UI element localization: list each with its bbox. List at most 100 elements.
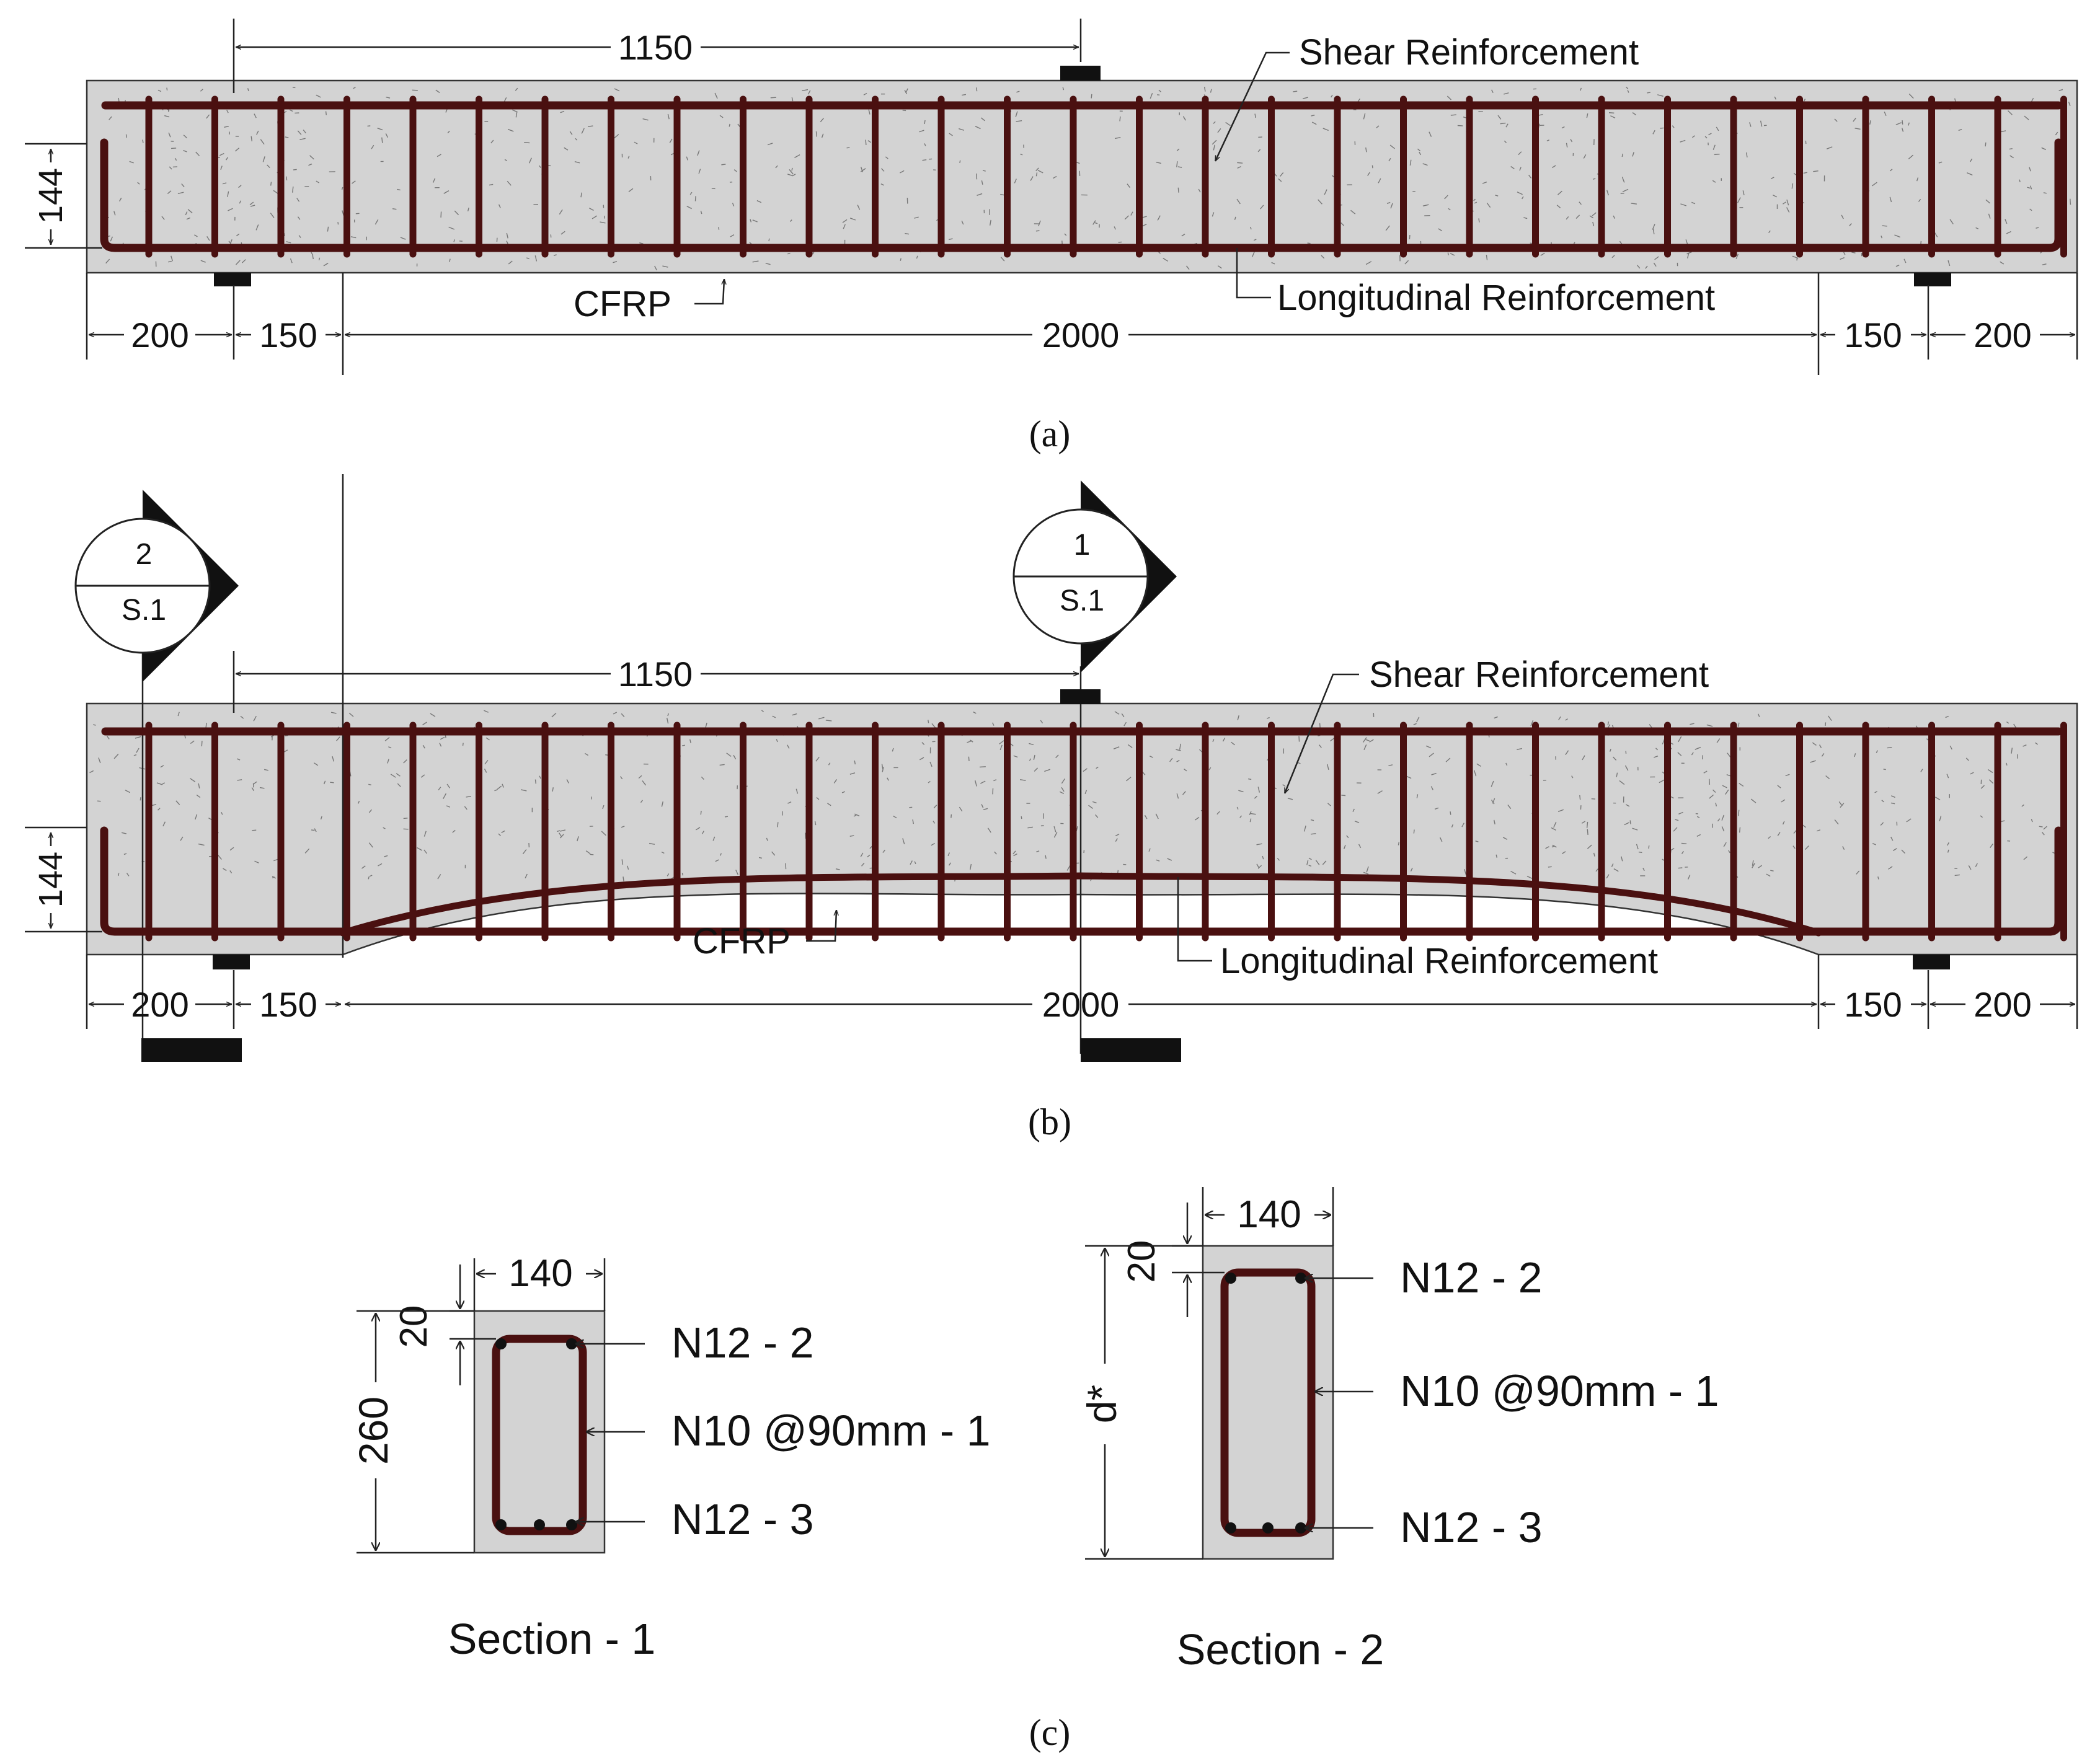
concrete-speckle <box>921 742 925 745</box>
concrete-speckle <box>1308 857 1312 860</box>
concrete-speckle <box>559 834 564 839</box>
concrete-speckle <box>591 215 598 219</box>
concrete-speckle <box>1474 201 1478 204</box>
concrete-speckle <box>1826 146 1833 149</box>
concrete-speckle <box>1903 258 1907 263</box>
concrete-speckle <box>1318 199 1322 205</box>
concrete-speckle <box>225 157 229 161</box>
concrete-speckle <box>464 806 467 810</box>
concrete-speckle <box>1621 153 1624 157</box>
concrete-speckle <box>1842 846 1845 850</box>
concrete-speckle <box>1587 844 1592 849</box>
concrete-speckle <box>229 847 234 851</box>
concrete-speckle <box>1225 121 1231 126</box>
concrete-speckle <box>1519 167 1522 171</box>
concrete-speckle <box>1965 757 1969 761</box>
concrete-speckle <box>1895 122 1902 126</box>
concrete-speckle <box>285 136 289 138</box>
concrete-speckle <box>649 842 655 845</box>
concrete-speckle <box>1257 787 1260 793</box>
concrete-speckle <box>1422 204 1429 206</box>
concrete-speckle <box>1821 753 1825 757</box>
concrete-speckle <box>1144 814 1148 819</box>
concrete-speckle <box>1703 770 1708 774</box>
concrete-speckle <box>1430 786 1433 790</box>
label-shear-a: Shear Reinforcement <box>1299 32 1639 73</box>
concrete-speckle <box>534 779 537 784</box>
concrete-speckle <box>219 152 224 156</box>
concrete-speckle <box>1610 115 1616 119</box>
concrete-speckle <box>973 711 977 714</box>
concrete-speckle <box>711 188 716 190</box>
concrete-speckle <box>1377 790 1383 794</box>
concrete-speckle <box>239 200 242 204</box>
concrete-speckle <box>1184 769 1187 772</box>
concrete-speckle <box>622 876 624 881</box>
concrete-speckle <box>701 776 704 780</box>
concrete-speckle <box>719 764 725 766</box>
concrete-speckle <box>1716 126 1719 131</box>
concrete-speckle <box>1786 199 1789 206</box>
concrete-speckle <box>1727 753 1731 757</box>
concrete-speckle <box>1810 760 1817 763</box>
concrete-speckle <box>1495 854 1498 858</box>
concrete-speckle <box>634 141 638 144</box>
concrete-speckle <box>1015 111 1018 117</box>
concrete-speckle <box>1059 791 1065 794</box>
concrete-speckle <box>1691 135 1696 138</box>
concrete-speckle <box>1217 128 1221 133</box>
concrete-speckle <box>164 115 170 118</box>
concrete-speckle <box>251 787 255 792</box>
concrete-speckle <box>1988 213 1991 219</box>
concrete-speckle <box>160 765 164 768</box>
concrete-speckle <box>1216 811 1220 815</box>
concrete-speckle <box>1582 755 1585 761</box>
concrete-speckle <box>980 780 986 784</box>
concrete-speckle <box>1130 211 1133 216</box>
concrete-speckle <box>661 851 665 854</box>
concrete-speckle <box>929 761 933 767</box>
concrete-speckle <box>1247 778 1252 780</box>
concrete-speckle <box>914 216 919 219</box>
concrete-speckle <box>950 814 952 818</box>
concrete-speckle <box>1425 745 1432 749</box>
concrete-speckle <box>177 712 180 717</box>
concrete-speckle <box>1606 190 1609 196</box>
concrete-speckle <box>1014 179 1017 183</box>
label-longitudinal-a: Longitudinal Reinforcement <box>1277 278 1715 318</box>
concrete-speckle <box>854 813 860 817</box>
concrete-speckle <box>1115 833 1120 837</box>
caption-a: (a) <box>1029 413 1071 454</box>
concrete-speckle <box>1491 89 1494 93</box>
concrete-speckle <box>1084 790 1088 795</box>
concrete-speckle <box>981 804 984 808</box>
concrete-speckle <box>2006 762 2008 766</box>
concrete-speckle <box>336 736 340 741</box>
concrete-speckle <box>1728 850 1730 854</box>
concrete-speckle <box>1587 829 1588 835</box>
concrete-speckle <box>1434 807 1439 810</box>
concrete-speckle <box>1680 203 1687 206</box>
concrete-speckle <box>1096 766 1099 769</box>
concrete-speckle <box>681 872 684 876</box>
concrete-speckle <box>1712 180 1716 183</box>
concrete-speckle <box>2027 187 2031 189</box>
section2-title: Section - 2 <box>1177 1625 1384 1674</box>
concrete-speckle <box>117 873 120 876</box>
concrete-speckle <box>552 787 554 792</box>
concrete-speckle <box>551 712 557 718</box>
concrete-speckle <box>1386 201 1391 204</box>
concrete-speckle <box>902 838 905 845</box>
concrete-speckle <box>1491 799 1495 805</box>
concrete-speckle <box>999 744 1003 751</box>
concrete-speckle <box>1510 870 1517 875</box>
concrete-speckle <box>1526 875 1533 880</box>
concrete-speckle <box>1967 172 1973 176</box>
concrete-speckle <box>126 873 130 876</box>
concrete-speckle <box>815 131 817 137</box>
concrete-speckle <box>1156 859 1160 862</box>
concrete-speckle <box>311 252 314 256</box>
concrete-speckle <box>1565 750 1569 756</box>
concrete-speckle <box>702 831 704 834</box>
concrete-speckle <box>368 876 370 880</box>
